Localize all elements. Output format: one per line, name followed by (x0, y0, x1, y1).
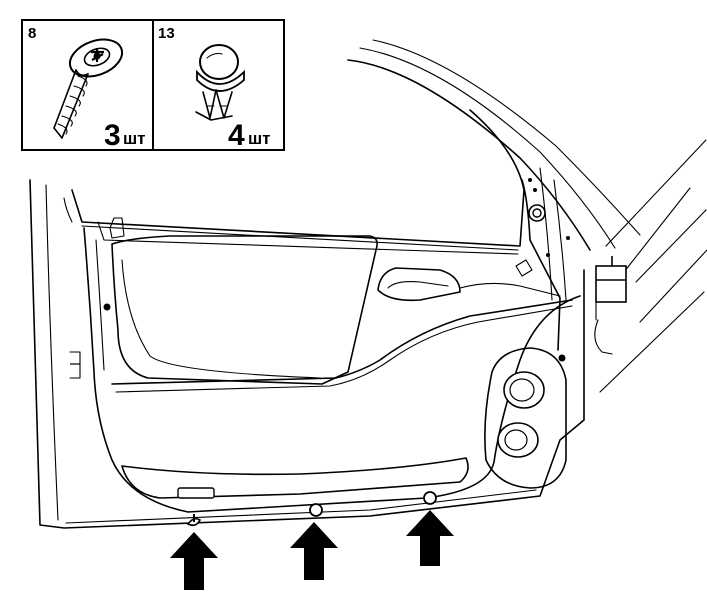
window-opening (71, 109, 525, 247)
part-8-cell: 8 3 шт (28, 25, 146, 152)
part-quantity: 3 (104, 119, 121, 152)
armrest (111, 299, 573, 385)
screw-icon (53, 38, 124, 139)
door-drawing (29, 39, 707, 529)
door-striker (594, 256, 627, 355)
roof-line (347, 59, 591, 251)
clip-location (186, 514, 202, 527)
speaker-grille (484, 347, 567, 489)
up-arrow-icon (170, 532, 218, 590)
screw-location (558, 354, 566, 362)
up-arrow-icon (290, 522, 338, 580)
clip-location (423, 491, 437, 505)
upper-trim-area (111, 235, 378, 385)
door-trim-panel (83, 227, 581, 513)
door-frame (29, 179, 585, 529)
parts-legend: 8 3 шт 13 (21, 19, 285, 152)
up-arrow-icon (406, 510, 454, 566)
part-unit: шт (123, 129, 146, 148)
part-quantity: 4 (228, 119, 245, 152)
screw-location (103, 303, 111, 311)
part-13-cell: 13 4 шт (158, 25, 271, 152)
door-pocket (121, 457, 469, 499)
part-unit: шт (248, 129, 271, 148)
part-number: 13 (158, 25, 175, 42)
part-number: 8 (28, 25, 36, 42)
clip-location (309, 503, 323, 517)
plastic-clip-icon (195, 44, 245, 121)
inner-door-handle (377, 267, 561, 302)
pointer-arrows (170, 510, 454, 590)
